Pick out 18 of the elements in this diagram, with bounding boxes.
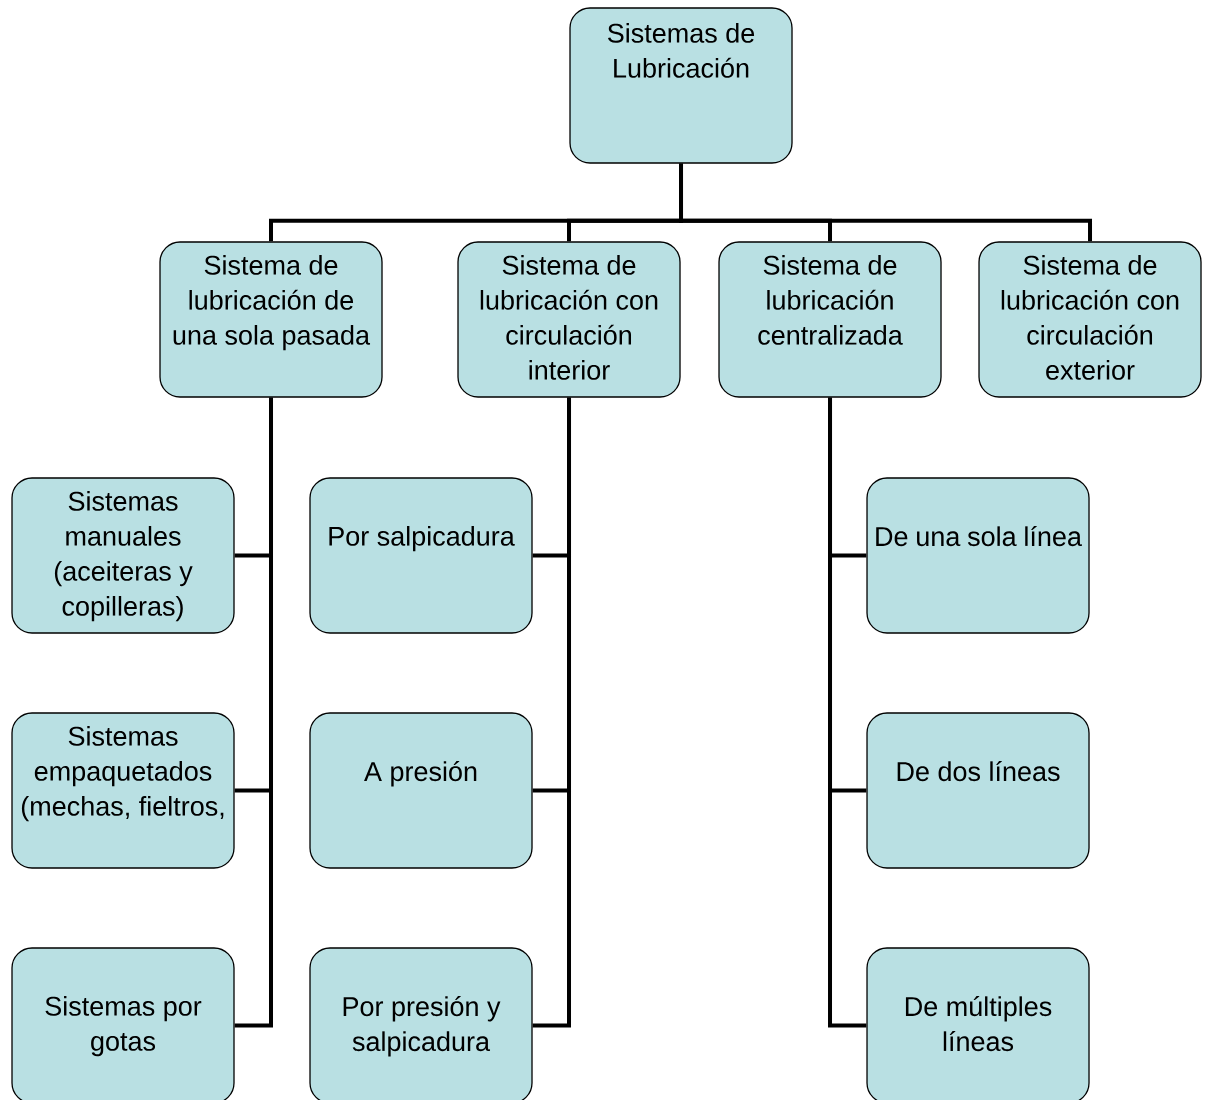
process-box: Sistema de lubricación de una sola pasada: [159, 241, 383, 398]
connector-line: [532, 397, 571, 1028]
process-box: Por presión y salpicadura: [309, 947, 533, 1100]
process-box: De múltiples líneas: [866, 947, 1090, 1100]
connector-line: [234, 397, 273, 1028]
process-box: Sistemas de Lubricación: [569, 7, 793, 164]
process-box: Sistema de lubricación centralizada: [718, 241, 942, 398]
process-box: A presión: [309, 712, 533, 869]
connector-line: [828, 397, 867, 1028]
process-box: Sistema de lubricación con circulación exterior: [978, 241, 1202, 398]
process-box: Sistema de lubricación con circulación interior: [457, 241, 681, 398]
process-box: Sistemas por gotas: [11, 947, 235, 1100]
process-box: De una sola línea: [866, 477, 1090, 634]
process-box: De dos líneas: [866, 712, 1090, 869]
process-box: Sistemas manuales (aceiteras y copilleras): [11, 477, 235, 634]
connector-line: [679, 163, 1092, 242]
process-box: Sistemas empaquetados (mechas, fieltros,: [11, 712, 235, 869]
process-box: Por salpicadura: [309, 477, 533, 634]
